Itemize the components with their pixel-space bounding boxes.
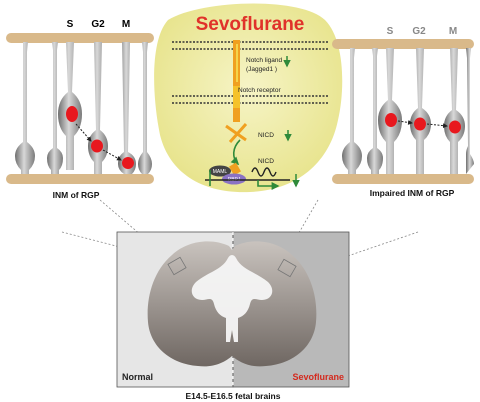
right-arrow-s-g2 — [397, 119, 413, 125]
notch-receptor-label: Notch receptor — [238, 87, 281, 94]
left-arrow-s-g2 — [75, 123, 92, 142]
maml-label: MAML — [213, 169, 228, 175]
brain-caption: E14.5-E16.5 fetal brains — [186, 391, 281, 401]
cleavage-mark — [225, 123, 248, 143]
membrane-top — [172, 41, 328, 50]
left-cell-3 — [58, 42, 82, 170]
zoom-box-left — [167, 256, 187, 276]
left-nucleus-g2 — [91, 139, 103, 153]
nicd-label-2: NICD — [258, 158, 274, 165]
pathway-background — [154, 3, 343, 193]
right-phase-s: S — [387, 26, 394, 37]
right-cell-3 — [378, 48, 402, 174]
pathway-panel: Sevoflurane Notch ligand (Jagged1 ) Notc… — [154, 3, 343, 193]
normal-label: Normal — [122, 372, 153, 382]
right-inm-panel: S G2 M Impaired INM of RGP — [332, 26, 474, 198]
right-nucleus-g2 — [414, 117, 426, 131]
nicd-label-1: NICD — [258, 132, 274, 139]
right-nucleus-m — [449, 120, 461, 134]
lateral-ventricles — [191, 255, 273, 342]
right-phase-g2: G2 — [412, 26, 426, 37]
left-phase-m: M — [122, 19, 130, 30]
left-caption: INM of RGP — [53, 190, 100, 200]
left-phase-s: S — [67, 19, 74, 30]
left-cell-1 — [15, 42, 35, 174]
left-cell-6 — [138, 42, 152, 174]
membrane-bottom — [172, 95, 328, 104]
left-cell-5 — [118, 42, 136, 174]
left-cell-2 — [47, 42, 63, 174]
rbpj-blob — [222, 173, 246, 185]
right-cell-2 — [367, 48, 383, 174]
title-sevoflurane: Sevoflurane — [196, 14, 305, 35]
notch-ligand-stripe — [236, 44, 238, 82]
mrna-coil — [251, 167, 277, 177]
right-apical-membrane — [332, 39, 474, 49]
left-basal-membrane — [6, 174, 154, 184]
right-cell-5 — [444, 48, 465, 174]
sevo-label: Sevoflurane — [292, 372, 344, 382]
right-phase-m: M — [449, 26, 457, 37]
right-cell-1 — [342, 48, 362, 174]
notch-ligand-label-1: Notch ligand — [246, 57, 283, 64]
right-cell-4 — [410, 48, 431, 174]
left-nucleus-m — [122, 157, 134, 169]
translocation-arrow — [230, 139, 241, 166]
left-inm-panel: S G2 M INM of RGP — [6, 19, 154, 200]
right-cell-6 — [466, 48, 474, 174]
right-basal-membrane — [332, 174, 474, 184]
right-nucleus-s — [385, 113, 397, 127]
nicd-bound — [229, 162, 241, 176]
brain-panel: Normal Sevoflurane — [116, 231, 350, 388]
left-apical-membrane — [6, 33, 154, 43]
notch-receptor-bar — [233, 86, 240, 108]
left-nucleus-s — [66, 106, 78, 122]
maml-blob — [209, 165, 231, 177]
notch-ligand-label-2: (Jagged1 ) — [246, 66, 277, 73]
zoom-box-right — [277, 258, 297, 278]
left-cell-4 — [88, 42, 108, 174]
right-caption: Impaired INM of RGP — [370, 188, 455, 198]
notch-receptor-lower — [233, 108, 240, 122]
transcription-arrow — [257, 180, 280, 190]
left-phase-g2: G2 — [91, 19, 105, 30]
